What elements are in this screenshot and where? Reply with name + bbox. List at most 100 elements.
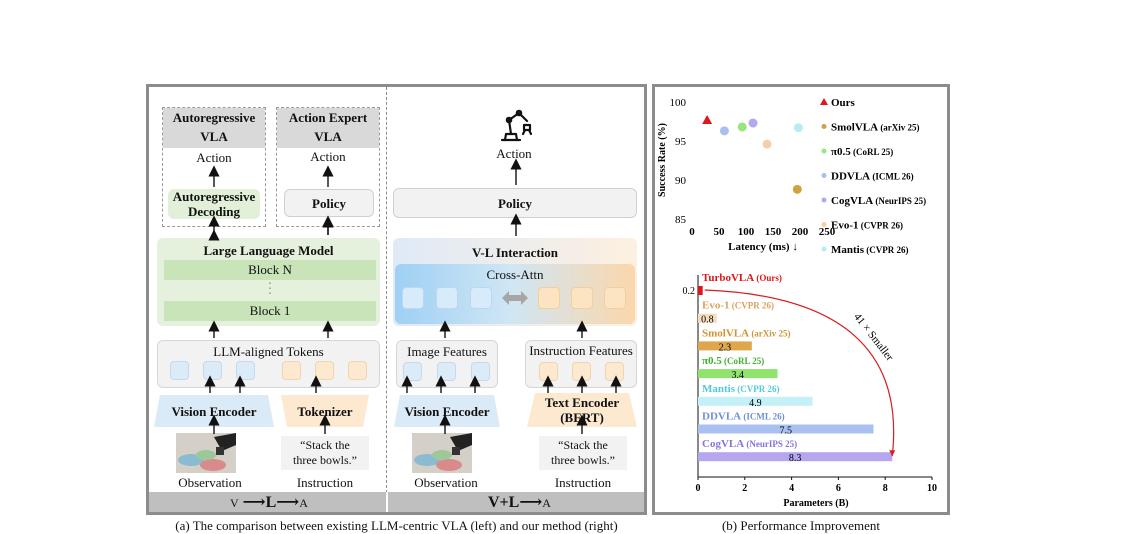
bar — [698, 286, 703, 295]
bar-value: 0.8 — [701, 315, 714, 326]
data-point — [719, 126, 729, 136]
block-ellipsis: ··· — [267, 277, 273, 302]
data-point — [792, 184, 802, 194]
action-expert-vla-header: Action Expert VLA — [277, 108, 379, 148]
robot-arm-icon — [500, 109, 533, 142]
bar-name: Mantis (CVPR 26) — [702, 383, 780, 395]
x-tick-label: 2 — [742, 483, 747, 494]
bar — [698, 424, 874, 434]
legend-entry: SmolVLA (arXiv 25) — [831, 122, 920, 134]
bar-value: 0.2 — [683, 286, 696, 297]
x-tick-label: 6 — [836, 483, 841, 494]
block-1: Block 1 — [164, 301, 376, 321]
bar-name: π0.5 (CoRL 25) — [702, 355, 764, 367]
data-point — [737, 122, 747, 132]
legend-marker — [821, 197, 827, 203]
observation-image — [412, 433, 472, 473]
cross-text-token — [538, 287, 560, 309]
ae-action-label: Action — [310, 149, 346, 164]
bar-name: SmolVLA (arXiv 25) — [702, 327, 791, 339]
legend-entry: CogVLA (NeurIPS 25) — [831, 195, 926, 207]
x-axis-label: Parameters (B) — [783, 498, 848, 509]
data-point — [748, 118, 758, 128]
left-vision-encoder-label: Vision Encoder — [171, 404, 257, 419]
legend-marker — [821, 222, 827, 227]
right-instruction-box: “Stack the three bowls.” — [539, 436, 627, 470]
x-axis-label: Latency (ms) ↓ — [728, 241, 798, 253]
reduction-arc — [704, 289, 895, 457]
cross-text-token — [571, 287, 593, 309]
vision-token — [170, 361, 189, 380]
data-point-ours — [702, 114, 713, 124]
text-encoder-line1: Text Encoder — [544, 395, 620, 410]
legend-marker — [821, 124, 827, 129]
legend-entry: π0.5 (CoRL 25) — [831, 146, 893, 158]
autoregressive-decoding-box: Autoregressive Decoding — [168, 189, 260, 219]
left-instruction-label: Instruction — [296, 475, 354, 490]
x-tick-label: 150 — [765, 226, 782, 238]
cross-vision-token — [402, 287, 424, 309]
x-tick-label: 0 — [689, 226, 695, 238]
observation-image — [176, 433, 236, 473]
footer-left-formula: V ⟶L⟶A — [230, 494, 308, 511]
text-token — [315, 361, 334, 380]
right-action-label: Action — [496, 146, 532, 161]
y-tick-label: 90 — [675, 175, 687, 187]
x-tick-label: 50 — [714, 226, 726, 238]
y-tick-label: 100 — [670, 97, 687, 109]
block-n-label: Block N — [248, 262, 292, 277]
block-1-label: Block 1 — [249, 303, 291, 318]
legend-marker — [820, 98, 828, 105]
bar — [698, 396, 813, 406]
ar-action-label: Action — [196, 150, 232, 165]
llm-tokens-box — [157, 340, 380, 388]
text-token — [348, 361, 367, 380]
x-tick-label: 0 — [696, 483, 701, 494]
right-instruction-label: Instruction — [554, 475, 612, 490]
cross-text-token — [604, 287, 626, 309]
vl-interaction-title: V-L Interaction — [471, 245, 559, 260]
legend-marker — [821, 246, 827, 252]
legend-entry: DDVLA (ICML 26) — [831, 171, 914, 183]
left-instruction-box: “Stack the three bowls.” — [281, 436, 369, 470]
data-point — [793, 123, 803, 133]
cross-vision-token — [470, 287, 492, 309]
tokenizer-label: Tokenizer — [297, 404, 353, 419]
right-vision-encoder-shape — [394, 395, 500, 427]
footer-divider — [386, 492, 388, 512]
bar — [698, 341, 752, 351]
legend-entry: Mantis (CVPR 26) — [831, 244, 909, 256]
reduction-annotation: 41 × Smaller — [851, 311, 896, 364]
right-vision-encoder-label: Vision Encoder — [404, 404, 490, 419]
bar-value: 8.3 — [789, 453, 802, 464]
bar-name: DDVLA (ICML 26) — [702, 411, 785, 423]
text-encoder-shape — [527, 393, 637, 427]
y-axis-label: Success Rate (%) — [657, 123, 668, 197]
bar-value: 3.4 — [732, 370, 745, 381]
ae-policy-box: Policy — [284, 189, 374, 217]
llm-title: Large Language Model — [203, 243, 334, 258]
bar-name: TurboVLA (Ours) — [702, 272, 782, 284]
reduction-arrowhead — [889, 450, 896, 457]
instruction-features-label: Instruction Features — [529, 343, 633, 358]
legend-entry: Evo-1 (CVPR 26) — [831, 220, 903, 232]
ae-policy-label: Policy — [312, 196, 346, 211]
cross-attn-label: Cross-Attn — [486, 267, 544, 282]
right-instruction-text: “Stack the three bowls.” — [551, 438, 615, 467]
decoding-line1: Autoregressive — [172, 189, 256, 204]
right-policy-label: Policy — [498, 196, 532, 211]
x-tick-label: 250 — [819, 226, 836, 238]
footer-bar — [149, 492, 644, 512]
bar-value: 7.5 — [780, 426, 793, 437]
performance-panel — [652, 84, 950, 515]
left-vision-encoder-shape — [154, 395, 274, 427]
autoregressive-vla-header: Autoregressive VLA — [163, 108, 265, 148]
bidirectional-arrow-icon — [502, 291, 528, 305]
bar — [698, 452, 893, 462]
bar-value: 4.9 — [749, 398, 762, 409]
y-tick-label: 85 — [675, 214, 687, 226]
left-observation-label: Observation — [178, 475, 242, 490]
bar-name: CogVLA (NeurIPS 25) — [702, 438, 797, 450]
legend-entry: Ours — [831, 97, 856, 109]
block-n: Block N — [164, 260, 376, 280]
